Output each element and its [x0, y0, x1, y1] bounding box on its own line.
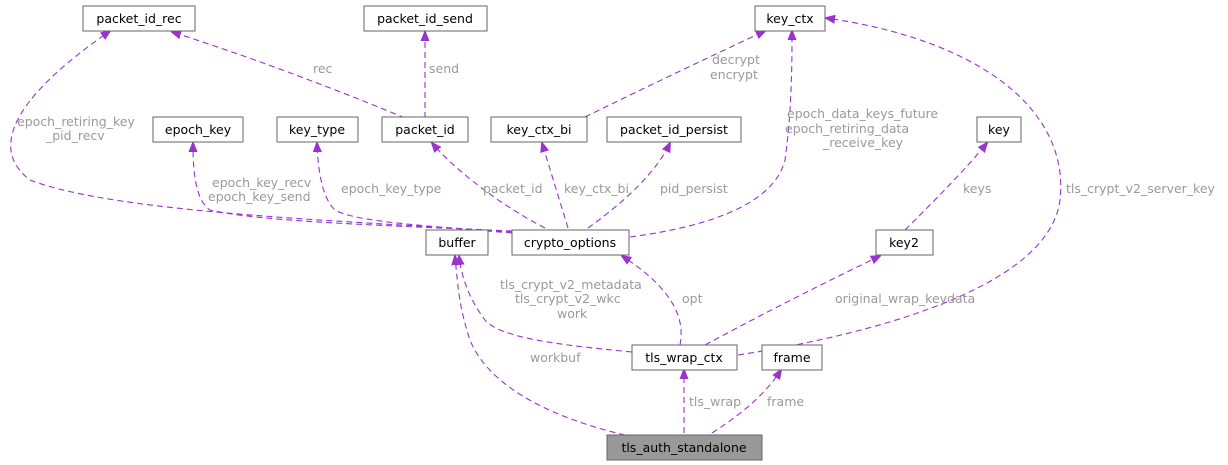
edge-label-tls-crypt-v2-server-key: tls_crypt_v2_server_key — [1066, 181, 1216, 196]
node-label: key2 — [889, 235, 919, 250]
edge-tls-crypt-v2-metadata — [459, 256, 633, 353]
edge-label-decrypt-encrypt: decrypt encrypt — [710, 52, 764, 82]
edge-label-epoch-retiring-key: epoch_retiring_key _pid_recv — [17, 114, 139, 143]
edge-label-epoch-key-type: epoch_key_type — [341, 181, 442, 196]
node-label: key_ctx — [766, 11, 813, 26]
edge-label-rec: rec — [313, 61, 333, 76]
node-tls-auth-standalone[interactable]: tls_auth_standalone — [606, 434, 763, 461]
node-label: key_ctx_bi — [507, 122, 572, 137]
edge-label-send: send — [429, 61, 459, 76]
node-buffer[interactable]: buffer — [425, 229, 489, 256]
node-key-type[interactable]: key_type — [276, 116, 359, 143]
edges — [10, 18, 1062, 436]
node-label: packet_id — [395, 122, 455, 137]
edge-key-ctx-bi — [542, 143, 569, 229]
edge-workbuf — [455, 256, 626, 436]
edge-frame — [711, 370, 781, 434]
node-label: key_type — [289, 122, 345, 137]
node-crypto-options[interactable]: crypto_options — [511, 229, 630, 256]
edge-decrypt-encrypt — [584, 31, 765, 118]
node-label: packet_id_send — [377, 11, 473, 26]
edge-opt — [622, 256, 682, 346]
nodes: packet_id_rec packet_id_send key_ctx epo… — [82, 5, 1022, 461]
edge-labels: rec send decrypt encrypt epoch_retiring_… — [17, 52, 1216, 409]
node-key-ctx[interactable]: key_ctx — [754, 5, 826, 32]
edge-label-keys: keys — [963, 181, 991, 196]
node-frame[interactable]: frame — [761, 344, 823, 371]
edge-label-epoch-key-recv: epoch_key_recv epoch_key_send — [208, 175, 315, 204]
edge-label-original-wrap-keydata: original_wrap_keydata — [835, 291, 975, 306]
node-packet-id-send[interactable]: packet_id_send — [363, 5, 488, 32]
edge-epoch-retiring-key — [10, 31, 513, 233]
edge-epoch-data-keys — [629, 31, 792, 238]
edge-label-tls-crypt-v2-metadata: tls_crypt_v2_metadata tls_crypt_v2_wkc w… — [500, 277, 646, 321]
edge-keys — [904, 143, 987, 231]
node-label: frame — [773, 350, 810, 365]
edge-label-epoch-data-keys: epoch_data_keys_future epoch_retiring_da… — [785, 106, 942, 150]
edge-tls-crypt-v2-server-key — [737, 18, 1062, 356]
node-label: key — [988, 122, 1010, 137]
node-label: packet_id_rec — [96, 11, 181, 26]
node-label: tls_auth_standalone — [621, 440, 746, 455]
edge-pid-persist — [587, 143, 670, 229]
node-tls-wrap-ctx[interactable]: tls_wrap_ctx — [631, 344, 738, 371]
edge-label-opt: opt — [682, 291, 703, 306]
node-key-ctx-bi[interactable]: key_ctx_bi — [490, 116, 588, 143]
edge-label-workbuf: workbuf — [530, 350, 581, 365]
node-packet-id-rec[interactable]: packet_id_rec — [82, 5, 196, 32]
edge-rec — [172, 32, 406, 119]
edge-label-key-ctx-bi: key_ctx_bi — [564, 181, 629, 196]
node-packet-id[interactable]: packet_id — [381, 116, 469, 143]
edge-label-frame: frame — [767, 394, 804, 409]
edge-label-tls-wrap: tls_wrap — [689, 394, 741, 409]
node-label: buffer — [438, 235, 476, 250]
node-label: crypto_options — [524, 235, 616, 250]
edge-label-packet-id: packet_id — [483, 181, 543, 196]
node-key[interactable]: key — [976, 116, 1022, 143]
node-label: epoch_key — [165, 122, 232, 137]
node-key2[interactable]: key2 — [875, 229, 934, 256]
node-epoch-key[interactable]: epoch_key — [152, 116, 244, 143]
edge-label-pid-persist: pid_persist — [660, 181, 728, 196]
node-label: tls_wrap_ctx — [645, 350, 723, 365]
node-packet-id-persist[interactable]: packet_id_persist — [606, 116, 742, 143]
edge-epoch-key — [193, 143, 513, 232]
edge-original-wrap-keydata — [704, 256, 880, 346]
node-label: packet_id_persist — [620, 122, 728, 137]
